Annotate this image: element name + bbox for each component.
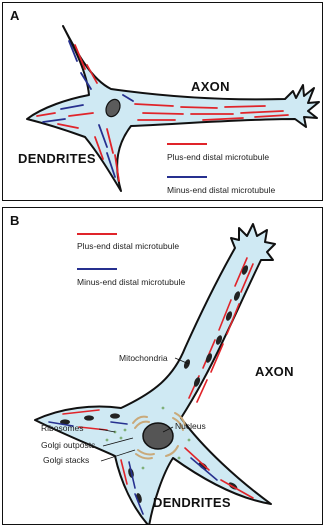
panel-a-legend-minus-text: Minus-end distal microtubule xyxy=(167,185,275,195)
panel-b-legend-plus-line xyxy=(77,233,117,235)
panel-a: A AXON DENDRITES Plus-end distal microtu… xyxy=(2,2,323,201)
panel-b-legend-minus-text: Minus-end distal microtubule xyxy=(77,277,185,287)
panel-b-ribosomes-label: Ribosomes xyxy=(41,423,84,433)
panel-b-golgi-stacks-label: Golgi stacks xyxy=(43,455,89,465)
panel-a-legend-plus-line xyxy=(167,143,207,145)
panel-b-mitochondria-label: Mitochondria xyxy=(119,353,168,363)
panel-a-neuron-outline xyxy=(27,26,319,191)
panel-b-dendrites-label: DENDRITES xyxy=(153,495,231,510)
panel-b-label: B xyxy=(10,213,19,228)
panel-b-nucleus-label: Nucleus xyxy=(175,421,206,431)
panel-b-neuron-outline xyxy=(35,224,275,525)
panel-b-nucleus xyxy=(143,423,173,449)
panel-a-axon-label: AXON xyxy=(191,79,230,94)
panel-a-dendrites-label: DENDRITES xyxy=(18,151,96,166)
panel-b-legend-minus-line xyxy=(77,268,117,270)
panel-a-legend-minus-line xyxy=(167,176,207,178)
panel-a-neuron-drawing xyxy=(3,3,323,201)
panel-a-label: A xyxy=(10,8,19,23)
panel-b-legend-plus-text: Plus-end distal microtubule xyxy=(77,241,179,251)
panel-a-legend-plus-text: Plus-end distal microtubule xyxy=(167,152,269,162)
panel-b-golgi-outposts-label: Golgi outposts xyxy=(41,440,95,450)
panel-b: B Plus-end distal microtubule Minus-end … xyxy=(2,207,323,525)
panel-b-axon-label: AXON xyxy=(255,364,294,379)
